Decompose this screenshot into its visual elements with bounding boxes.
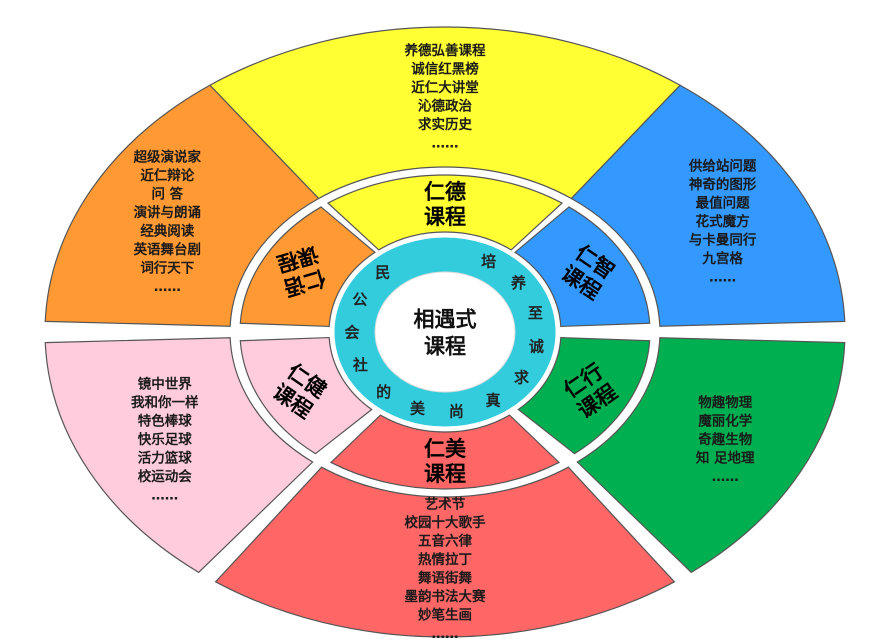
course-item: 校园十大歌手 bbox=[405, 514, 486, 531]
motto-char: 会 bbox=[344, 323, 359, 341]
course-item: 五音六律 bbox=[418, 532, 472, 549]
course-item: 近仁大讲堂 bbox=[411, 79, 479, 96]
motto-char: 公 bbox=[352, 291, 367, 309]
course-item: 妙笔生画 bbox=[418, 606, 472, 623]
center-title: 相遇式 bbox=[414, 308, 477, 332]
motto-char: 培 bbox=[481, 252, 496, 270]
motto-char: 求 bbox=[514, 369, 530, 387]
course-item: 墨韵书法大赛 bbox=[405, 588, 486, 605]
outer-sector-ren-jian bbox=[44, 337, 314, 574]
middle-sector-ren-zhi bbox=[514, 206, 651, 328]
course-item: 校运动会 bbox=[138, 468, 192, 485]
motto-char: 美 bbox=[410, 399, 426, 417]
course-item: 奇趣生物 bbox=[698, 431, 752, 448]
course-item: 与卡曼同行 bbox=[689, 232, 757, 249]
course-item: 花式魔方 bbox=[696, 213, 750, 230]
course-item: 英语舞台剧 bbox=[133, 241, 202, 258]
course-item: …… bbox=[709, 270, 736, 286]
center-fill bbox=[374, 271, 516, 393]
course-item: 艺术节 bbox=[425, 495, 466, 512]
course-item: 沁德政治 bbox=[418, 97, 472, 114]
motto-char: 社 bbox=[352, 356, 368, 374]
segment-title-line: 课程 bbox=[424, 462, 466, 486]
middle-sector-ren-mei bbox=[329, 414, 561, 490]
motto-char: 真 bbox=[486, 391, 501, 409]
course-item: 知 足地理 bbox=[696, 450, 755, 467]
outer-sector-ren-yu bbox=[44, 84, 320, 327]
course-item: …… bbox=[432, 135, 459, 151]
course-item: 问 答 bbox=[151, 185, 183, 202]
segment-title-line: 课程 bbox=[424, 205, 466, 229]
middle-sector-ren-de bbox=[326, 174, 564, 251]
course-item: 近仁辩论 bbox=[140, 167, 194, 184]
course-item: …… bbox=[154, 279, 181, 295]
outer-sector-ren-mei bbox=[214, 466, 676, 638]
course-item: 词行天下 bbox=[140, 259, 194, 276]
segment-title-line: 仁美 bbox=[424, 437, 466, 461]
outer-sector-ren-xing bbox=[576, 337, 846, 574]
segment-title-line: 仁德 bbox=[424, 180, 466, 204]
motto-char: 养 bbox=[510, 274, 527, 292]
course-item: …… bbox=[432, 626, 459, 641]
course-item: 演讲与朗诵 bbox=[134, 204, 202, 221]
course-item: 镜中世界 bbox=[138, 376, 192, 393]
motto-char: 诚 bbox=[529, 338, 544, 356]
course-item: 最值问题 bbox=[696, 195, 750, 212]
motto-char: 民 bbox=[375, 264, 390, 282]
course-item: 经典阅读 bbox=[140, 222, 194, 239]
outer-sector-ren-de bbox=[208, 26, 682, 200]
course-item: 特色棒球 bbox=[138, 413, 192, 430]
middle-sector-ren-yu bbox=[239, 206, 376, 328]
course-item: 养德弘善课程 bbox=[404, 42, 486, 59]
course-item: 活力篮球 bbox=[138, 450, 192, 467]
course-item: 快乐足球 bbox=[138, 431, 192, 448]
course-item: 神奇的图形 bbox=[689, 176, 757, 193]
outer-sector-ren-zhi bbox=[570, 84, 846, 327]
motto-char: 至 bbox=[528, 304, 543, 322]
course-item: 供给站问题 bbox=[688, 158, 757, 175]
middle-sector-ren-jian bbox=[239, 336, 373, 455]
motto-char: 尚 bbox=[449, 402, 464, 420]
middle-sector-ren-xing bbox=[517, 336, 651, 455]
course-item: 诚信红黑榜 bbox=[411, 60, 479, 77]
center-title: 课程 bbox=[424, 335, 466, 359]
motto-char: 的 bbox=[376, 383, 391, 401]
course-item: 舞语街舞 bbox=[418, 569, 472, 586]
course-item: 热情拉丁 bbox=[418, 551, 472, 568]
course-item: 九宫格 bbox=[701, 250, 743, 267]
course-item: …… bbox=[712, 469, 739, 485]
course-item: 求实历史 bbox=[418, 116, 472, 133]
course-item: 我和你一样 bbox=[131, 394, 199, 411]
course-item: 物趣物理 bbox=[698, 394, 752, 411]
course-item: 魔丽化学 bbox=[698, 413, 752, 430]
course-item: …… bbox=[151, 488, 178, 504]
course-item: 超级演说家 bbox=[133, 148, 202, 165]
